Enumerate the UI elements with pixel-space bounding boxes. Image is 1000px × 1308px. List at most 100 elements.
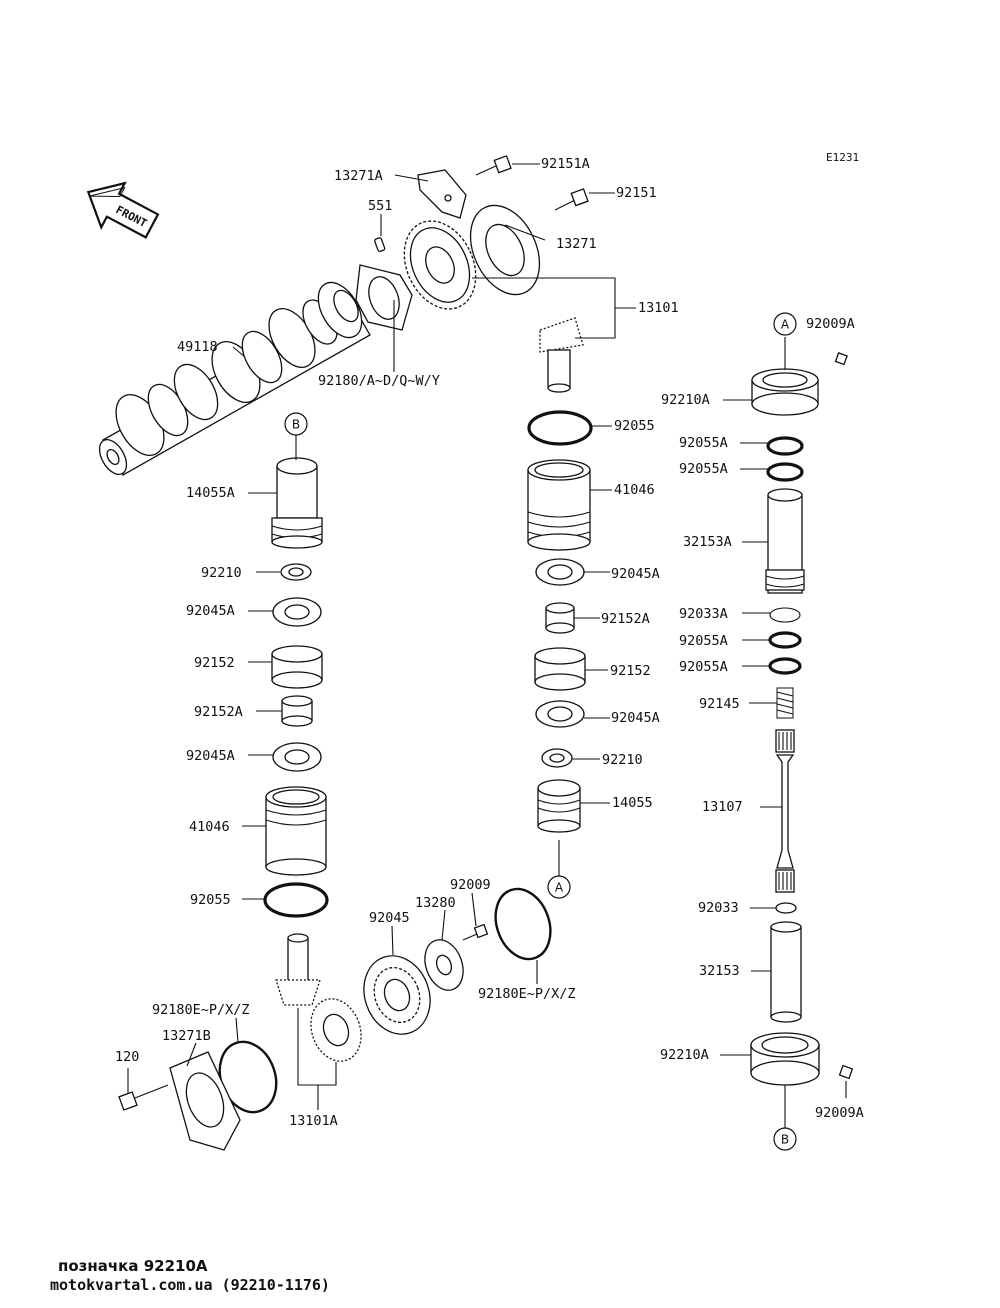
tube-part bbox=[765, 488, 805, 594]
nut-part bbox=[541, 748, 573, 768]
bolt-part bbox=[834, 352, 848, 366]
part-label: 92055 bbox=[190, 892, 231, 908]
part-label: 92055 bbox=[614, 418, 655, 434]
part-label: 92210 bbox=[602, 752, 643, 768]
part-label: 14055A bbox=[186, 485, 235, 501]
part-label: 92045A bbox=[186, 603, 235, 619]
part-label: 551 bbox=[368, 198, 392, 214]
bracket-part bbox=[417, 169, 467, 219]
collar-part bbox=[545, 602, 575, 634]
o-ring-part bbox=[527, 410, 593, 446]
sleeve-part bbox=[537, 779, 581, 833]
collar-part bbox=[534, 647, 586, 691]
bolt-part bbox=[462, 923, 489, 941]
o-ring-part bbox=[768, 657, 802, 675]
circlip-part bbox=[775, 902, 797, 914]
part-labels: 13271A 92151A 92151 551 13271 13101 4911… bbox=[115, 156, 864, 1129]
bearing-part bbox=[272, 597, 322, 627]
gasket-part bbox=[355, 264, 413, 331]
camshaft-part bbox=[98, 281, 371, 476]
plate-part bbox=[424, 939, 464, 991]
part-label: 13280 bbox=[415, 895, 456, 911]
part-label: 13271B bbox=[162, 1028, 211, 1044]
part-label: 92210 bbox=[201, 565, 242, 581]
part-label: 41046 bbox=[614, 482, 655, 498]
collar-part bbox=[281, 695, 313, 727]
part-label: 92152A bbox=[601, 611, 650, 627]
marker-a-top: A bbox=[773, 312, 797, 336]
part-label: 92151A bbox=[541, 156, 590, 172]
bolt-part bbox=[118, 1084, 169, 1111]
part-label: 92180E~P/X/Z bbox=[152, 1002, 250, 1018]
part-label: 92033A bbox=[679, 606, 728, 622]
svg-text:B: B bbox=[781, 1133, 789, 1147]
part-label: 49118 bbox=[177, 339, 218, 355]
part-label: 92210A bbox=[660, 1047, 709, 1063]
part-label: 92045A bbox=[611, 566, 660, 582]
part-label: 13101A bbox=[289, 1113, 338, 1129]
bolt-part bbox=[838, 1064, 854, 1080]
bolt-part bbox=[475, 155, 589, 211]
housing-part bbox=[527, 459, 591, 551]
part-label: 92151 bbox=[616, 185, 657, 201]
o-ring-part bbox=[768, 631, 802, 649]
part-label: 92055A bbox=[679, 435, 728, 451]
part-label: 14055 bbox=[612, 795, 653, 811]
tube-part bbox=[770, 921, 802, 1023]
part-label: 92180E~P/X/Z bbox=[478, 986, 576, 1002]
bevel-gear-lower-part bbox=[275, 933, 321, 1006]
marker-b-bottom: B bbox=[773, 1127, 797, 1151]
part-label: 32153 bbox=[699, 963, 740, 979]
leader-lines bbox=[127, 163, 847, 1128]
gasket-part bbox=[494, 887, 552, 961]
diagram-code: E1231 bbox=[826, 151, 859, 164]
part-label: 92055A bbox=[679, 633, 728, 649]
part-label: 92145 bbox=[699, 696, 740, 712]
nut-part bbox=[750, 1032, 820, 1086]
bearing-part bbox=[363, 955, 431, 1035]
collar-part bbox=[271, 645, 323, 689]
plate-part bbox=[469, 204, 541, 296]
cover-part bbox=[169, 1051, 241, 1151]
part-label: 92210A bbox=[661, 392, 710, 408]
part-label: 32153A bbox=[683, 534, 732, 550]
part-label: 92009A bbox=[806, 316, 855, 332]
circlip-part bbox=[769, 607, 801, 623]
bevel-gear-lower-part bbox=[310, 998, 362, 1062]
part-label: 92152A bbox=[194, 704, 243, 720]
part-label: 92045 bbox=[369, 910, 410, 926]
caption-part-mark: позначка 92210A bbox=[58, 1257, 208, 1275]
part-label: 92045A bbox=[186, 748, 235, 764]
housing-part bbox=[265, 786, 327, 876]
part-label: 92152 bbox=[610, 663, 651, 679]
front-arrow-icon: FRONT bbox=[86, 181, 160, 239]
svg-text:B: B bbox=[292, 418, 300, 432]
pin-part bbox=[374, 237, 386, 253]
bearing-part bbox=[535, 558, 585, 586]
part-label: 13271 bbox=[556, 236, 597, 252]
part-label: 120 bbox=[115, 1049, 139, 1065]
svg-text:A: A bbox=[781, 318, 790, 332]
o-ring-part bbox=[766, 436, 804, 456]
bearing-part bbox=[272, 742, 322, 772]
part-label: 92055A bbox=[679, 461, 728, 477]
cam-gear-part bbox=[403, 220, 477, 310]
svg-text:A: A bbox=[555, 881, 564, 895]
o-ring-part bbox=[263, 882, 329, 918]
shaft-part bbox=[775, 729, 795, 893]
marker-a-bottom: A bbox=[547, 875, 571, 899]
part-label: 13107 bbox=[702, 799, 743, 815]
part-label: 92009A bbox=[815, 1105, 864, 1121]
part-label: 13101 bbox=[638, 300, 679, 316]
sleeve-part bbox=[271, 457, 323, 549]
nut-part bbox=[280, 563, 312, 581]
bearing-part bbox=[535, 700, 585, 728]
part-label: 92055A bbox=[679, 659, 728, 675]
part-label: 92152 bbox=[194, 655, 235, 671]
spring-part bbox=[776, 687, 794, 719]
part-label: 92009 bbox=[450, 877, 491, 893]
part-label: 92045A bbox=[611, 710, 660, 726]
marker-b-top: B bbox=[284, 412, 308, 436]
part-label: 13271A bbox=[334, 168, 383, 184]
